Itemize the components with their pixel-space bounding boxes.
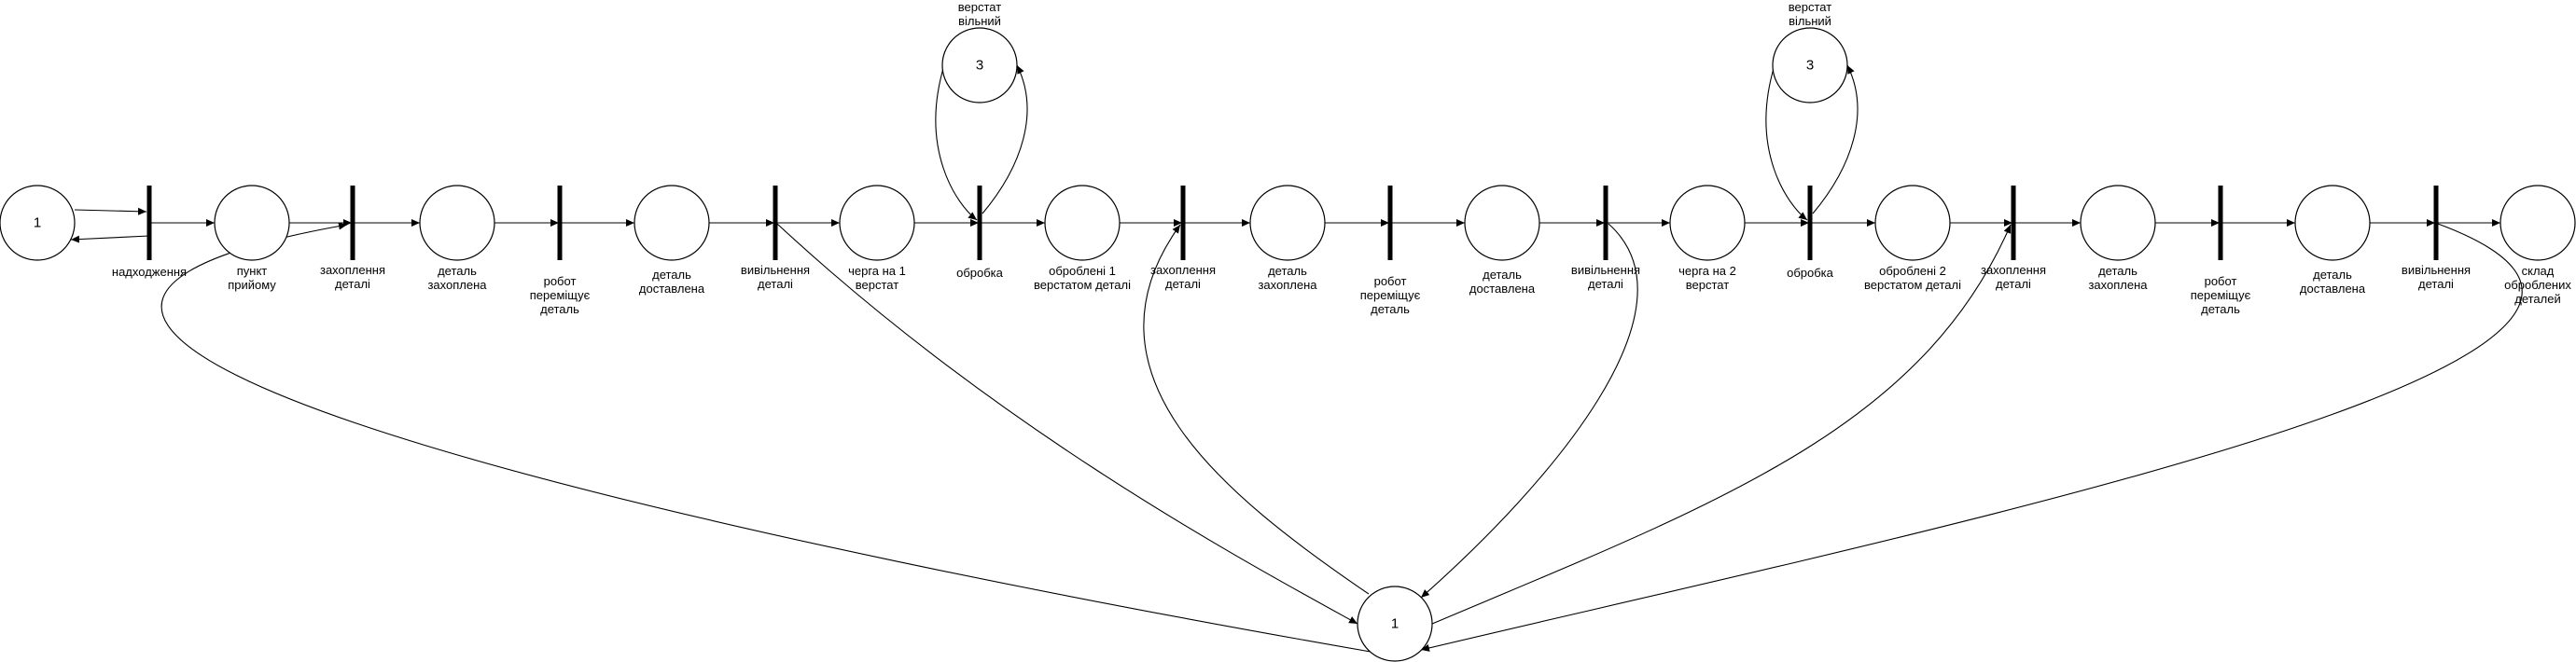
place-p-source [0, 185, 76, 261]
transition-label: робот переміщує деталь [529, 274, 591, 316]
arc-p_machine1-to-t_process1 [935, 64, 978, 221]
place-p-reception [214, 185, 290, 261]
place-label: деталь захоплена [2088, 264, 2148, 292]
transition-label: обробка [1787, 266, 1833, 280]
arc-robot-to-grab3 [1431, 224, 2012, 625]
place-p-warehouse [2499, 185, 2576, 261]
place-p-b-delivered [1464, 185, 1540, 261]
transition-label: захоплення деталі [1980, 263, 2047, 291]
transition-t-arrival [146, 186, 152, 260]
place-token: 1 [33, 214, 42, 231]
transition-label: робот переміщує деталь [2190, 274, 2251, 316]
arc-robot-to-grab2 [1143, 224, 1370, 595]
place-token: 3 [1805, 57, 1815, 74]
transition-t-move1 [557, 186, 563, 260]
transition-t-release1 [773, 186, 778, 260]
place-p-done1 [1044, 185, 1121, 261]
place-label: склад оброблених деталей [2504, 264, 2571, 306]
place-p-a-grabbed [419, 185, 495, 261]
place-token: 1 [1390, 615, 1399, 632]
transition-label: обробка [956, 266, 1003, 280]
place-p-queue2 [1669, 185, 1746, 261]
transition-t-release3 [2433, 186, 2439, 260]
place-label: пункт прийому [228, 264, 276, 292]
transition-label: надходження [111, 265, 188, 279]
place-label: оброблені 1 верстатом деталі [1034, 264, 1131, 292]
place-p-machine1 [941, 27, 1018, 103]
place-label: деталь захоплена [1258, 264, 1317, 292]
arc-source-to-arrival [74, 207, 147, 215]
transition-label: вивільнення деталі [1570, 263, 1641, 291]
place-p-machine2 [1772, 27, 1848, 103]
arc-release1-to-robot [776, 223, 1358, 625]
arcs-layer [70, 64, 2523, 653]
place-label: черга на 1 верстат [848, 264, 906, 292]
place-label: оброблені 2 верстатом деталі [1864, 264, 1961, 292]
nodes-layer [0, 27, 2576, 662]
transition-t-process2 [1807, 186, 1813, 260]
arc-release3-to-robot [1420, 223, 2523, 652]
place-token: 3 [975, 57, 984, 74]
transition-label: вивільнення деталі [2401, 263, 2472, 291]
place-p-b-grabbed [1249, 185, 1326, 261]
place-label: деталь доставлена [638, 268, 705, 296]
arc-t_process2-to-p_machine2 [1812, 64, 1859, 214]
transition-t-release2 [1603, 186, 1608, 260]
transition-t-move3 [2218, 186, 2223, 260]
place-label: черга на 2 верстат [1678, 264, 1736, 292]
transition-label: робот переміщує деталь [1359, 274, 1421, 316]
place-label: верстат вільний [1788, 0, 1832, 28]
place-label: деталь доставлена [2299, 268, 2366, 296]
transition-label: вивільнення деталі [740, 263, 811, 291]
transition-t-move2 [1387, 186, 1393, 260]
transition-label: захоплення деталі [1149, 263, 1217, 291]
place-p-queue1 [839, 185, 915, 261]
place-label: деталь доставлена [1469, 268, 1536, 296]
transition-t-grab3 [2011, 186, 2016, 260]
transition-t-grab2 [1180, 186, 1186, 260]
place-p-a-delivered [634, 185, 710, 261]
place-p-robot [1357, 586, 1433, 662]
arc-p_machine2-to-t_process2 [1765, 64, 1808, 221]
arc-release2-to-robot [1420, 223, 1638, 599]
place-label: верстат вільний [957, 0, 1002, 28]
arc-t_process1-to-p_machine1 [982, 64, 1028, 214]
place-p-c-grabbed [2080, 185, 2156, 261]
transition-label: захоплення деталі [319, 263, 386, 291]
place-p-done2 [1874, 185, 1951, 261]
arc-arrival-to-source [70, 235, 150, 243]
transition-t-process1 [977, 186, 982, 260]
place-label: деталь захоплена [427, 264, 487, 292]
place-p-c-delivered [2294, 185, 2371, 261]
arc-robot-to-grab1 [160, 222, 1372, 653]
transition-t-grab1 [350, 186, 355, 260]
